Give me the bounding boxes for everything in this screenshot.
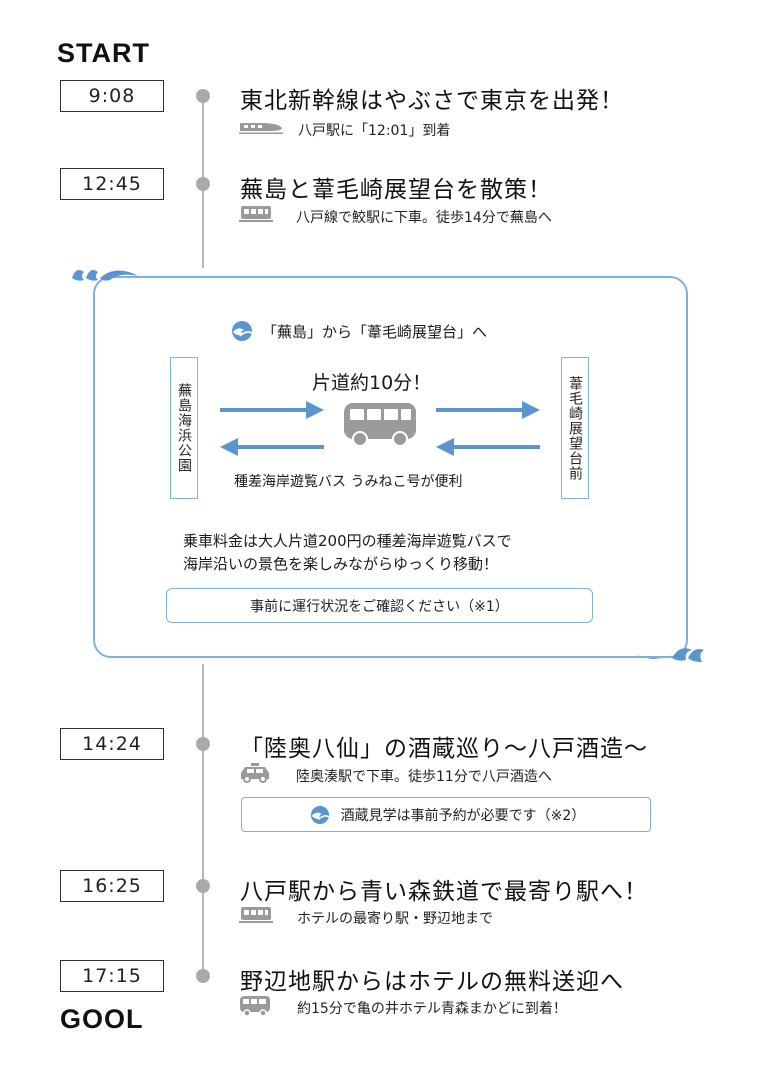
wave-icon-top <box>70 262 142 288</box>
arrow-left-icon <box>220 437 324 461</box>
wave-badge-icon <box>228 320 256 346</box>
shinkansen-icon <box>238 119 284 139</box>
timeline-line-bottom <box>202 664 204 976</box>
train-icon <box>238 905 274 929</box>
panel-heading: 「蕪島」から「葦毛崎展望台」へ <box>262 323 488 341</box>
schedule-sub-5: 約15分で亀の井ホテル青森まかどに到着！ <box>297 1001 567 1017</box>
bus-name-text: 種差海岸遊覧バス うみねこ号が便利 <box>234 474 463 490</box>
notice-pill: 事前に運行状況をご確認ください（※1） <box>166 588 593 623</box>
timeline-dot-3 <box>196 737 210 751</box>
notice-text: 事前に運行状況をご確認ください（※1） <box>250 598 509 615</box>
schedule-title-4: 八戸駅から青い森鉄道で最寄り駅へ！ <box>240 879 648 905</box>
left-stop-label: 蕪島海浜公園 <box>170 357 198 499</box>
arrow-right-icon <box>436 400 540 424</box>
time-box-1: 9:08 <box>60 80 164 112</box>
reservation-note-pill: 酒蔵見学は事前予約が必要です（※2） <box>241 797 651 832</box>
wave-icon-bottom <box>632 640 706 670</box>
bus-icon <box>238 995 272 1021</box>
time-box-5: 17:15 <box>60 960 164 992</box>
duration-text: 片道約10分！ <box>312 372 432 394</box>
schedule-title-3: 「陸奥八仙」の酒蔵巡り～八戸酒造～ <box>240 736 648 762</box>
arrow-left-icon <box>436 437 540 461</box>
timeline-dot-5 <box>196 969 210 983</box>
taxi-icon <box>238 763 272 787</box>
arrow-right-icon <box>220 400 324 424</box>
schedule-sub-2: 八戸線で鮫駅に下車。徒歩14分で蕪島へ <box>296 210 552 226</box>
reservation-note-text: 酒蔵見学は事前予約が必要です（※2） <box>340 807 586 824</box>
timeline-dot-1 <box>196 89 210 103</box>
schedule-sub-4: ホテルの最寄り駅・野辺地まで <box>297 911 493 927</box>
bus-icon <box>342 401 418 451</box>
timeline-dot-2 <box>196 177 210 191</box>
time-box-3: 14:24 <box>60 728 164 760</box>
wave-badge-icon <box>307 805 333 825</box>
schedule-title-1: 東北新幹線はやぶさで東京を出発！ <box>240 88 624 114</box>
time-box-2: 12:45 <box>60 168 164 200</box>
train-icon <box>238 204 274 228</box>
schedule-sub-3: 陸奥湊駅で下車。徒歩11分で八戸酒造へ <box>296 769 552 785</box>
schedule-title-5: 野辺地駅からはホテルの無料送迎へ <box>240 969 624 995</box>
panel-desc-line2: 海岸沿いの景色を楽しみながらゆっくり移動！ <box>183 555 499 573</box>
right-stop-label: 葦毛崎展望台前 <box>561 357 589 499</box>
time-box-4: 16:25 <box>60 870 164 902</box>
goal-label: GOOL <box>60 1004 144 1034</box>
schedule-sub-1: 八戸駅に「12:01」到着 <box>298 123 451 139</box>
start-label: START <box>57 38 150 68</box>
schedule-title-2: 蕪島と葦毛崎展望台を散策！ <box>240 177 552 203</box>
timeline-dot-4 <box>196 879 210 893</box>
panel-desc-line1: 乗車料金は大人片道200円の種差海岸遊覧バスで <box>183 532 512 550</box>
